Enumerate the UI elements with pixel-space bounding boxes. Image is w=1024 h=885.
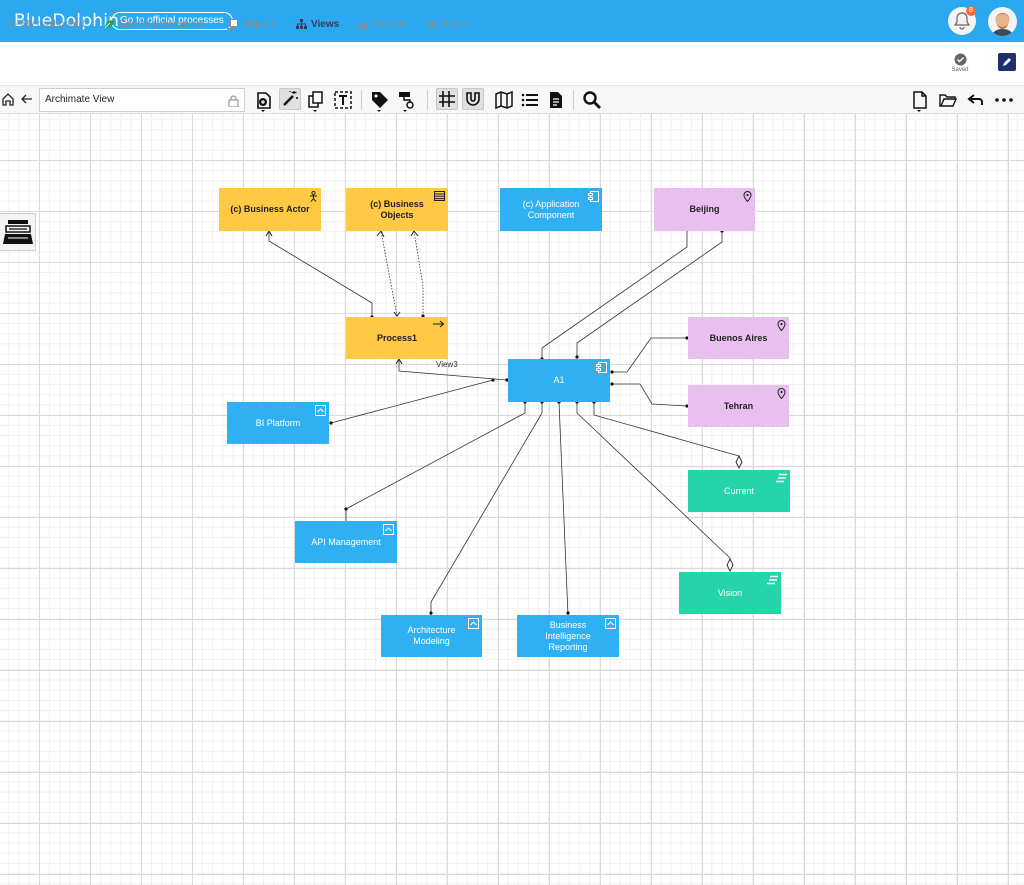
notification-badge: 8: [966, 6, 976, 16]
component-icon: [596, 362, 607, 373]
undo-button[interactable]: [966, 90, 986, 110]
node-tehran[interactable]: Tehran: [688, 385, 789, 427]
nav-admin[interactable]: Admin: [427, 17, 470, 31]
back-button[interactable]: [20, 92, 36, 108]
arrow-left-icon: [21, 94, 32, 104]
home-icon: [2, 93, 14, 106]
more-options-button[interactable]: [994, 90, 1014, 110]
process-arrow-icon: [433, 320, 445, 328]
open-view-button[interactable]: [938, 90, 958, 110]
magnet-icon: [466, 92, 480, 106]
actor-icon: [310, 191, 317, 202]
document-icon: [550, 92, 562, 108]
chevron-up-box-icon: [383, 524, 394, 535]
folder-open-icon: [939, 94, 958, 107]
objects-icon: [227, 19, 238, 29]
views-icon: [296, 19, 307, 29]
connector-label-view3[interactable]: View3: [436, 360, 458, 369]
new-document-icon: [913, 91, 927, 112]
saved-indicator: [950, 53, 970, 71]
chevron-up-box-icon: [468, 618, 479, 629]
business-object-icon: [434, 191, 445, 201]
text-frame-button[interactable]: [333, 90, 353, 110]
tag-button[interactable]: [370, 90, 390, 112]
map-button[interactable]: [494, 90, 514, 110]
toolbar-separator: [361, 90, 362, 110]
node-business-actor[interactable]: (c) Business Actor: [219, 188, 321, 231]
chevron-up-box-icon: [605, 618, 616, 629]
nav-source-processing[interactable]: Source processing: [104, 17, 202, 31]
nav-my-dashboard[interactable]: My dashboard: [6, 17, 84, 31]
main-navigation: [0, 42, 1024, 86]
grid-icon: [439, 91, 455, 107]
node-application-component[interactable]: (c) Application Component: [500, 188, 602, 231]
saved-label: Saved: [951, 67, 969, 73]
location-pin-icon: [743, 191, 752, 202]
brand-logo[interactable]: BlueDolphin: [14, 11, 120, 31]
node-vision[interactable]: Vision: [679, 572, 781, 614]
snap-toggle-button[interactable]: [462, 88, 484, 110]
node-beijing[interactable]: Beijing: [654, 188, 755, 231]
search-icon: [583, 91, 601, 109]
view-name-input[interactable]: Archimate View: [39, 88, 245, 112]
gear-icon: [427, 19, 438, 29]
bar-chart-icon: [357, 21, 368, 29]
node-buenos-aires[interactable]: Buenos Aires: [688, 317, 789, 359]
node-current[interactable]: Current: [688, 470, 790, 512]
node-business-objects[interactable]: (c) Business Objects: [346, 188, 448, 231]
document-button[interactable]: [546, 90, 566, 110]
copy-icon: [308, 91, 323, 112]
bell-icon: [954, 12, 970, 30]
nav-views[interactable]: Views: [296, 17, 339, 31]
search-button[interactable]: [582, 90, 602, 110]
nav-objects[interactable]: Objects: [227, 17, 276, 31]
top-header: BlueDolphin Go to official processes 8: [0, 0, 1024, 42]
paint-roller-icon: [399, 92, 414, 112]
more-horizontal-icon: [995, 98, 1013, 102]
text-frame-icon: [334, 91, 352, 109]
undo-icon: [967, 94, 983, 105]
node-process1[interactable]: Process1: [346, 317, 448, 359]
lock-icon[interactable]: [228, 94, 239, 112]
component-icon: [588, 191, 599, 202]
map-icon: [495, 90, 513, 110]
pulse-icon: [6, 19, 17, 29]
home-button[interactable]: [1, 92, 17, 108]
location-pin-icon: [777, 320, 786, 331]
grid-toggle-button[interactable]: [436, 88, 458, 110]
plateau-icon: [767, 575, 778, 585]
list-button[interactable]: [520, 90, 540, 110]
toolbar-separator: [427, 90, 428, 110]
nav-reports[interactable]: Reports: [357, 17, 407, 31]
format-painter-button[interactable]: [396, 90, 416, 112]
toolbar-separator: [573, 90, 574, 110]
add-object-button[interactable]: [254, 90, 274, 112]
node-api-management[interactable]: API Management: [295, 521, 397, 563]
check-circle-icon: [954, 53, 966, 66]
node-bi-platform[interactable]: BI Platform: [227, 402, 329, 444]
node-architecture-modeling[interactable]: Architecture Modeling: [381, 615, 482, 657]
pencil-icon: [1003, 58, 1011, 66]
copy-objects-button[interactable]: [306, 90, 326, 112]
node-bi-reporting[interactable]: Business Intelligence Reporting: [517, 615, 619, 657]
location-pin-icon: [777, 388, 786, 399]
palette-icon: [3, 220, 33, 244]
plateau-icon: [776, 473, 787, 483]
node-a1[interactable]: A1: [508, 359, 610, 402]
user-avatar[interactable]: [988, 7, 1017, 36]
edit-mode-button[interactable]: [998, 53, 1016, 71]
new-view-button[interactable]: [910, 90, 930, 112]
leaf-icon: [104, 20, 114, 29]
magic-wand-icon: [283, 91, 298, 106]
tag-icon: [372, 92, 388, 112]
chevron-up-box-icon: [315, 405, 326, 416]
magic-wand-button[interactable]: [279, 88, 301, 110]
object-palette-button[interactable]: [0, 213, 36, 251]
list-icon: [521, 93, 538, 107]
add-object-icon: [257, 92, 271, 112]
